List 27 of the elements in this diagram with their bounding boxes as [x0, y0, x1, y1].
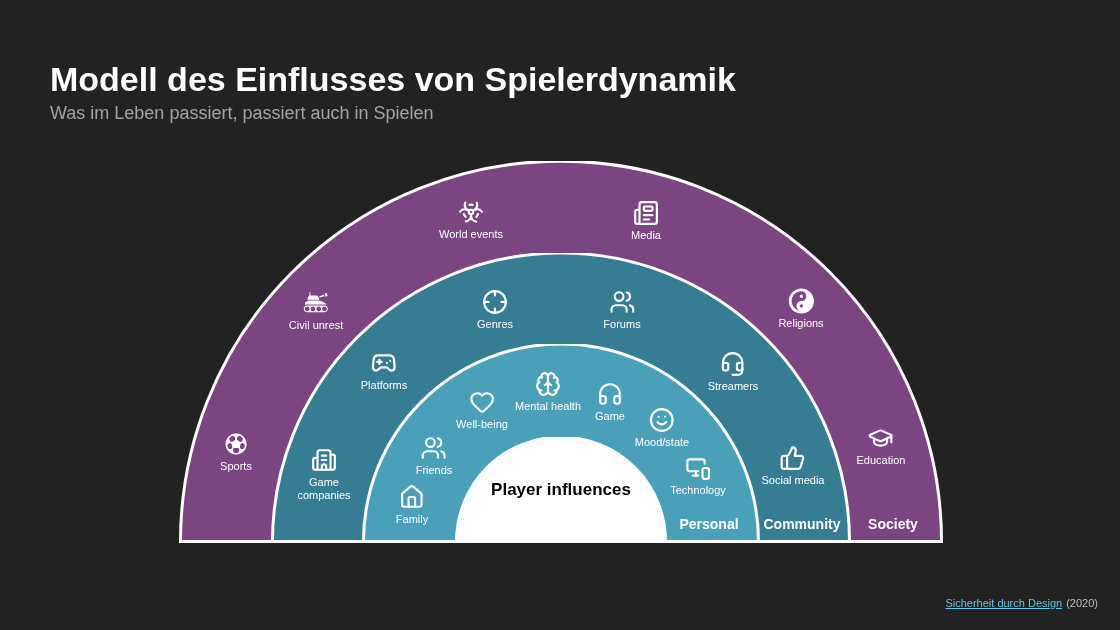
item-label: Mental health	[515, 400, 581, 413]
item-label: Education	[856, 454, 906, 467]
item-label: Religions	[778, 317, 824, 330]
band-title: Society	[868, 515, 918, 534]
item-label: World events	[439, 228, 503, 241]
item-label: Platforms	[360, 379, 408, 392]
item-label: Well-being	[456, 418, 508, 431]
item-label: Streamers	[707, 380, 759, 393]
band-title: Personal	[679, 515, 739, 534]
source-link: Sicherheit durch Design	[945, 596, 1063, 610]
item-label: Civil unrest	[288, 319, 344, 332]
band-title: Community	[763, 515, 841, 534]
item-label: Social media	[761, 474, 825, 487]
item-label: Forums	[603, 318, 641, 331]
source-year: (2020)	[1066, 596, 1098, 610]
center-label: Player influences	[490, 479, 632, 501]
title: Modell des Einflusses von Spielerdynamik	[50, 59, 736, 100]
subtitle: Was im Leben passiert, passiert auch in Spielen	[50, 102, 434, 124]
item-label: Friends	[415, 464, 453, 477]
item-label: Game companies	[296, 476, 352, 502]
item-label: Genres	[476, 318, 514, 331]
item-label: Game	[595, 410, 625, 423]
item-label: Sports	[220, 460, 252, 473]
item-label: Technology	[670, 484, 726, 497]
item-label: Mood/state	[634, 436, 690, 449]
item-label: Family	[395, 513, 429, 526]
item-label: Media	[631, 229, 661, 242]
